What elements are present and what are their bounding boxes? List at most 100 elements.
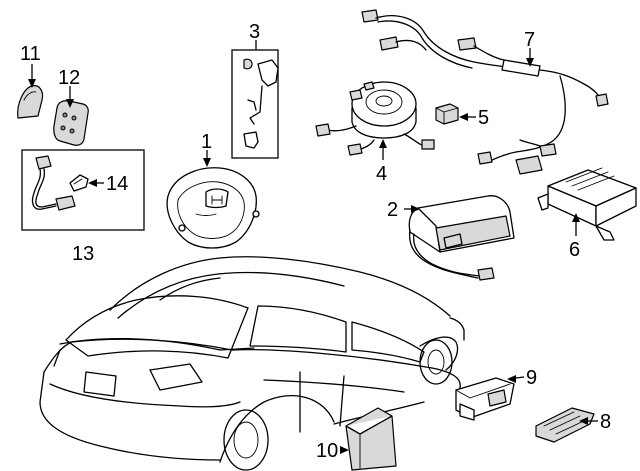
part-7-wire-main-2 (377, 20, 473, 69)
arrow-6 (572, 213, 580, 222)
part-6-ribs (565, 167, 615, 191)
car-rear-window (65, 295, 249, 359)
arrow-8 (579, 417, 588, 425)
part-4-reel-side (351, 107, 417, 139)
part-4-reel-outer (351, 81, 417, 127)
callout-6: 6 (569, 239, 580, 261)
arrow-9 (507, 375, 516, 383)
part-7-connector-f (515, 155, 543, 175)
callout-5: 5 (478, 107, 489, 129)
part-11-detail (23, 91, 37, 101)
car-tail-light (149, 363, 203, 391)
part-5-body (435, 103, 459, 125)
car-rear-wheel (223, 409, 269, 471)
car-rear-side-window (249, 305, 347, 353)
part-1-screw-left (178, 224, 186, 232)
car-license-plate (83, 371, 117, 397)
part-7-wire-c (473, 45, 505, 61)
callout-14: 14 (106, 173, 128, 195)
leader-lines (28, 40, 598, 454)
car-front-fender (449, 317, 465, 341)
part-13-harness-group (21, 149, 145, 231)
callout-3: 3 (249, 21, 260, 43)
part-1-emblem-h (211, 195, 223, 205)
car-front-hub (427, 349, 445, 375)
part-9-insert (487, 389, 507, 407)
part-1-emblem (205, 188, 229, 209)
part-4-reel-hub (375, 95, 393, 107)
part-8-body (535, 407, 595, 443)
part-13-box (21, 149, 145, 231)
car-front-side-window (351, 321, 425, 363)
part-4-connector-right (421, 139, 435, 150)
callout-11: 11 (20, 43, 41, 65)
part-3-bracket-group (231, 49, 279, 159)
car-rear-hub (233, 421, 259, 459)
part-11-cover (17, 85, 44, 119)
part-7-connector-g (539, 143, 557, 157)
car-front-wheel-arch (419, 336, 459, 371)
part-4-wire-right (403, 133, 425, 147)
car-rear-body-line (49, 383, 241, 408)
arrow-2 (411, 205, 420, 213)
callout-8: 8 (600, 411, 611, 433)
car-rear-corner (53, 349, 61, 367)
part-13-connector-bottom (55, 195, 76, 211)
part-1-screw-right (252, 210, 260, 218)
callout-12: 12 (58, 67, 80, 89)
part-4-tab-top (363, 81, 375, 91)
part-3-clip (243, 131, 259, 149)
callout-2: 2 (387, 199, 398, 221)
part-4-reel-inner (365, 89, 403, 115)
arrow-5 (459, 113, 468, 121)
callout-1: 1 (201, 131, 212, 153)
part-11-shape (17, 85, 44, 119)
part-13-wire-2 (31, 168, 57, 210)
part-5-edges (435, 107, 459, 125)
part-8-sensor (535, 407, 595, 443)
part-3-bracket-top (257, 59, 279, 87)
callout-10: 10 (316, 440, 338, 462)
car-beltline (231, 348, 461, 389)
part-7-connector-d (595, 93, 609, 107)
part-1-inner (177, 181, 245, 239)
part-7-connector-e (477, 151, 493, 165)
part-4-connector-left (315, 123, 331, 137)
part-8-ribs (543, 411, 587, 435)
part-7-sleeve (501, 59, 541, 77)
arrow-14 (88, 179, 97, 187)
part-7-connector-c (457, 37, 477, 51)
arrow-4 (379, 139, 387, 148)
callout-7: 7 (524, 29, 535, 51)
part-4-tab-left (349, 89, 363, 101)
arrow-10 (340, 446, 349, 454)
car-trunk-top (43, 338, 233, 373)
part-2-connector (477, 267, 495, 281)
part-3-box (231, 49, 279, 159)
arrow-11 (28, 79, 36, 88)
part-6-side (595, 187, 637, 227)
part-9-bracket (455, 377, 515, 421)
part-14-clip (69, 174, 89, 192)
part-6-srs-unit (537, 167, 637, 241)
arrow-12 (66, 99, 74, 108)
part-7-connector-b (379, 36, 399, 51)
part-9-tab (459, 403, 475, 421)
part-10-cover (345, 407, 397, 471)
part-3-nut (243, 58, 253, 70)
part-14-clip-detail (73, 178, 83, 185)
part-4-connector-bottom (347, 143, 363, 156)
part-2-window (443, 233, 463, 249)
part-7-wire-right (539, 69, 601, 99)
part-12-body (53, 100, 89, 146)
car-illustration (39, 256, 465, 471)
part-2-wire-2 (412, 233, 481, 277)
part-12-button-1 (62, 112, 68, 118)
part-7-connector-a (361, 9, 379, 23)
car-front-wheel (419, 339, 453, 385)
part-2-wire (408, 229, 479, 279)
car-rear-wheel-arch (219, 394, 335, 463)
car-roofline-inner (117, 271, 345, 319)
part-6-bracket-bottom (595, 225, 615, 241)
